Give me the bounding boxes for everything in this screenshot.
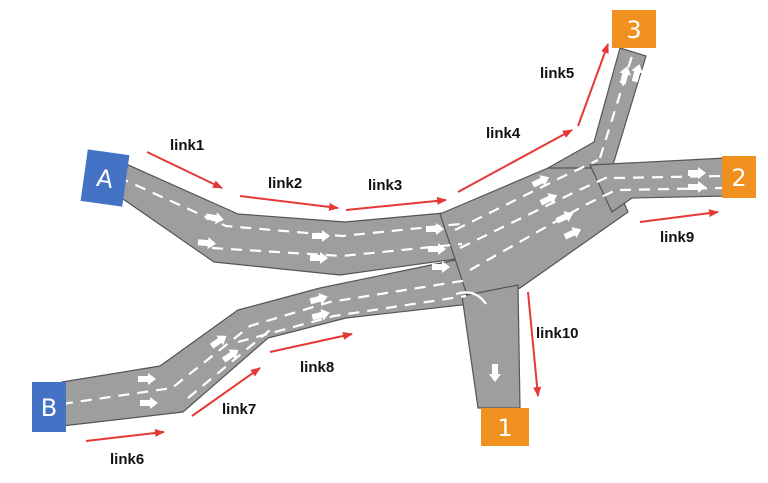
link4-label: link4 [486, 125, 521, 142]
node-1-box [481, 408, 529, 446]
node-2: 2 [722, 156, 756, 198]
link1-label: link1 [170, 137, 204, 154]
link3-arrow [345, 196, 447, 211]
node-2-box [722, 156, 756, 198]
link3-label: link3 [368, 177, 402, 194]
node-1: 1 [481, 408, 529, 446]
lane-markings [61, 55, 723, 406]
link2-arrow [239, 195, 339, 211]
lane-arrows [138, 64, 706, 409]
road-segment-b [61, 256, 471, 427]
node-b: B [32, 382, 66, 432]
link1-arrow [146, 151, 223, 189]
node-b-box [32, 382, 66, 432]
link7-arrow [191, 367, 261, 417]
link7-label: link7 [222, 401, 256, 418]
link-arrows [85, 43, 719, 442]
link6-arrow [85, 429, 165, 442]
node-1-label: 1 [497, 414, 512, 442]
link10-label: link10 [536, 325, 579, 342]
node-2-label: 2 [731, 164, 746, 192]
link2-label: link2 [268, 175, 302, 192]
road-segment-2 [589, 157, 727, 213]
link6-label: link6 [110, 451, 144, 468]
link5-arrow [577, 43, 609, 127]
link8-label: link8 [300, 359, 334, 376]
node-b-label: B [41, 394, 57, 422]
link9-label: link9 [660, 229, 694, 246]
link8-arrow [269, 332, 353, 353]
node-3: 3 [612, 10, 656, 48]
link9-arrow [639, 209, 719, 223]
road-network [61, 47, 727, 427]
link10-arrow [527, 291, 542, 397]
link5-label: link5 [540, 65, 574, 82]
node-a-label: A [95, 164, 116, 194]
road-segment-1 [461, 284, 521, 409]
link4-arrow [457, 129, 573, 193]
node-3-label: 3 [626, 16, 641, 44]
node-3-box [612, 10, 656, 48]
node-a: A [80, 149, 130, 207]
node-a-box [80, 149, 130, 207]
link-labels: link1 link2 link3 link4 link5 link6 link… [110, 65, 694, 468]
